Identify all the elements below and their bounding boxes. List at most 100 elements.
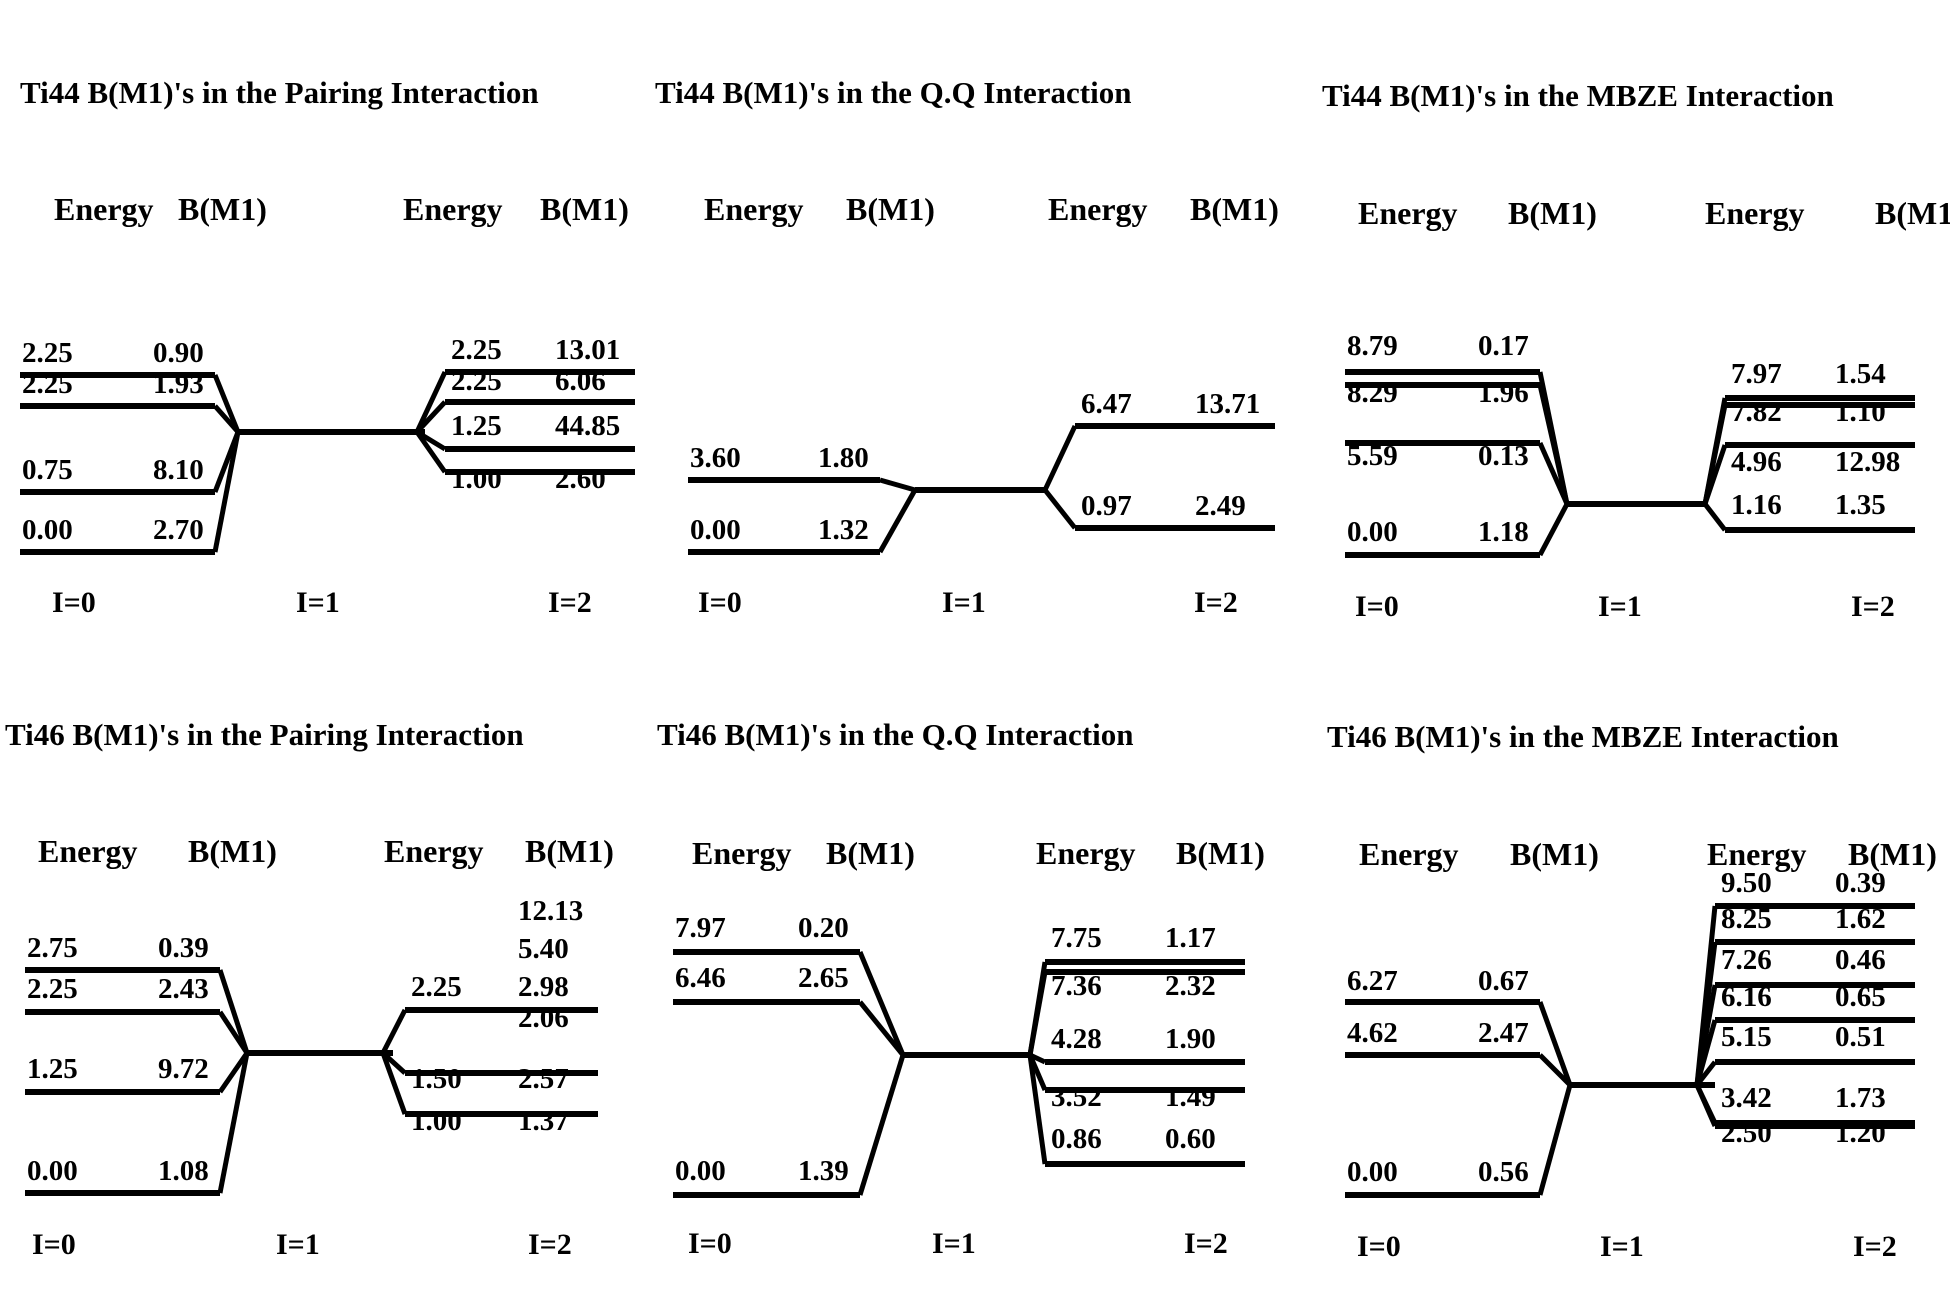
spin-label-i1: I=1 (932, 1227, 976, 1260)
i0-energy-label: 8.29 (1347, 377, 1398, 409)
i2-energy-label: 7.97 (1731, 358, 1782, 390)
header-bm1-right: B(M1) (1875, 195, 1950, 231)
header-energy-left: Energy (38, 833, 138, 869)
i0-bm1-label: 2.43 (158, 973, 209, 1005)
i0-transition-line (217, 969, 250, 1054)
panel-4: Ti46 B(M1)'s in the Pairing InteractionE… (5, 717, 614, 1261)
header-bm1-left: B(M1) (1510, 836, 1599, 872)
header-energy-right: Energy (1036, 835, 1136, 871)
i2-energy-label: 7.26 (1721, 944, 1772, 976)
spin-label-i2: I=2 (1194, 586, 1238, 619)
header-bm1-left: B(M1) (846, 191, 935, 227)
i2-energy-label: 2.25 (451, 334, 502, 366)
panel-3: Ti44 B(M1)'s in the MBZE InteractionEner… (1322, 78, 1950, 623)
i2-transition-line (1043, 488, 1077, 530)
i0-bm1-label: 1.32 (818, 514, 869, 546)
i2-transition-line (414, 370, 448, 434)
header-energy-left: Energy (54, 191, 154, 227)
i2-energy-label: 7.82 (1731, 396, 1782, 428)
i2-transition-line (414, 430, 448, 474)
spin-label-i0: I=0 (698, 586, 742, 619)
spin-label-i1: I=1 (942, 586, 986, 619)
i0-energy-label: 1.25 (27, 1053, 78, 1085)
i0-transition-line (877, 488, 918, 554)
panel-2: Ti44 B(M1)'s in the Q.Q InteractionEnerg… (655, 75, 1279, 619)
spin-label-i1: I=1 (1600, 1230, 1644, 1263)
i0-bm1-label: 2.65 (798, 962, 849, 994)
header-bm1-right: B(M1) (1848, 836, 1937, 872)
i2-transition-line (1042, 424, 1078, 492)
i2-bm1-label: 2.32 (1165, 970, 1216, 1002)
i2-transition-line (1703, 502, 1727, 532)
spin-label-i2: I=2 (1851, 590, 1895, 623)
panel-title: Ti46 B(M1)'s in the Pairing Interaction (5, 717, 524, 752)
i2-energy-label: 4.96 (1731, 446, 1782, 478)
i2-energy-label: 6.16 (1721, 981, 1772, 1013)
i2-energy-label: 3.42 (1721, 1082, 1772, 1114)
i2-bm1-label: 1.49 (1165, 1081, 1216, 1113)
i2-bm1-label: 13.71 (1195, 388, 1260, 420)
header-bm1-left: B(M1) (1508, 195, 1597, 231)
i2-energy-label: 8.25 (1721, 903, 1772, 935)
header-energy-left: Energy (1359, 836, 1459, 872)
i0-energy-label: 7.97 (675, 912, 726, 944)
i0-energy-label: 2.25 (22, 368, 73, 400)
i2-energy-label: 7.75 (1051, 922, 1102, 954)
header-energy-left: Energy (692, 835, 792, 871)
i2-energy-label: 9.50 (1721, 867, 1772, 899)
header-bm1-right: B(M1) (1176, 835, 1265, 871)
spin-label-i1: I=1 (1598, 590, 1642, 623)
i2-bm1-label: 2.57 (518, 1063, 569, 1095)
i2-bm1-label: 0.39 (1835, 867, 1886, 899)
i2-bm1-label: 1.20 (1835, 1117, 1886, 1149)
panel-1: Ti44 B(M1)'s in the Pairing InteractionE… (20, 75, 635, 619)
i2-energy-label: 1.25 (451, 410, 502, 442)
spin-label-i1: I=1 (296, 586, 340, 619)
spin-label-i2: I=2 (548, 586, 592, 619)
i2-energy-label: 7.36 (1051, 970, 1102, 1002)
i0-bm1-label: 1.93 (153, 368, 204, 400)
i0-transition-line (212, 374, 241, 433)
i2-energy-label: 4.28 (1051, 1023, 1102, 1055)
spin-label-i2: I=2 (1853, 1230, 1897, 1263)
i2-energy-label: 6.47 (1081, 388, 1132, 420)
i2-transition-line (1027, 971, 1048, 1056)
i2-bm1-label: 1.54 (1835, 358, 1886, 390)
i0-energy-label: 4.62 (1347, 1017, 1398, 1049)
i0-transition-line (1538, 1053, 1572, 1087)
panel-title: Ti44 B(M1)'s in the MBZE Interaction (1322, 78, 1834, 113)
i0-energy-label: 2.75 (27, 932, 78, 964)
spin-label-i0: I=0 (688, 1227, 732, 1260)
i2-transition-line (1694, 1019, 1718, 1086)
i2-bm1-label: 2.49 (1195, 490, 1246, 522)
i0-energy-label: 0.00 (22, 514, 73, 546)
header-energy-left: Energy (1358, 195, 1458, 231)
i2-transition-line (1027, 1054, 1048, 1165)
i2-bm1-label: 0.46 (1835, 944, 1886, 976)
i0-bm1-label: 2.47 (1478, 1017, 1529, 1049)
i2-energy-label: 1.00 (451, 463, 502, 495)
i2-bm1-label: 1.73 (1835, 1082, 1886, 1114)
i0-transition-line (212, 431, 241, 553)
i2-bm1-label: 0.65 (1835, 981, 1886, 1013)
i0-transition-line (857, 1054, 906, 1196)
spin-label-i0: I=0 (1357, 1230, 1401, 1263)
header-bm1-left: B(M1) (178, 191, 267, 227)
i0-bm1-label: 1.39 (798, 1155, 849, 1187)
i2-energy-label: 0.97 (1081, 490, 1132, 522)
i0-transition-line (879, 477, 916, 493)
i0-energy-label: 0.00 (27, 1155, 78, 1187)
i0-transition-line (213, 404, 240, 434)
i2-energy-label: 3.52 (1051, 1081, 1102, 1113)
i2-transition-line (380, 1052, 408, 1115)
i2-bm1-label: 1.90 (1165, 1023, 1216, 1055)
i0-energy-label: 6.46 (675, 962, 726, 994)
i2-energy-label: 1.00 (411, 1105, 462, 1137)
i0-transition-line (217, 1010, 250, 1055)
i0-transition-line (858, 1000, 905, 1057)
i0-bm1-label: 0.39 (158, 932, 209, 964)
i2-energy-label: 1.16 (1731, 489, 1782, 521)
i0-bm1-label: 1.80 (818, 442, 869, 474)
